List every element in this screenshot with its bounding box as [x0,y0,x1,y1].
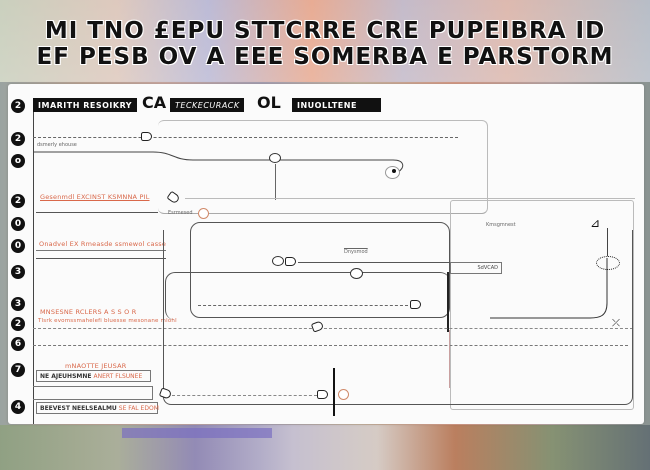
center-flow-line [298,262,498,263]
row-number-badge: 2 [11,99,25,113]
row10-outline [33,386,153,400]
background-purple-strip [122,428,272,438]
header-tag-1[interactable]: IMARITH RESOIKRY [33,98,137,112]
row10-box-red: ANERT FLSUNEE [93,372,143,380]
row4-label: Gesenmdl EXCINST KSMNNA PIL [40,193,150,201]
bar-marker [447,272,449,332]
right-curve-connector [490,258,608,319]
row10-box[interactable]: NE AJEUHSMNE ANERT FLSUNEE [36,370,151,382]
row-number-badge: 3 [11,265,25,279]
end-node-dot [392,169,396,173]
branch-icon: ⤫ [612,318,620,329]
antenna-icon: ⊿ [590,216,601,230]
inner-group-frame [165,272,450,320]
left-spine-line [33,112,34,424]
row-number-badge: 2 [11,132,25,146]
diagram-card [8,84,644,424]
flow-node[interactable] [317,390,328,399]
row4-note: Esrmesed [168,210,193,216]
row8-dashed-line [33,328,633,329]
row-number-badge: 2 [11,194,25,208]
row-number-badge: 3 [11,297,25,311]
row6-underline [36,258,166,259]
background-collage-bottom [0,425,650,470]
flow-node-circle[interactable] [269,153,281,163]
connector-glyph-ca: CA [142,93,167,112]
bottom-group-frame [163,230,633,405]
row-number-badge: 0 [11,217,25,231]
row11-box-label: BEEVEST NEELSEALMU [40,404,117,412]
banner-headline-line1: MI TNO £EPU STTCRRE CRE PUPEIBRA ID [44,18,606,44]
row-number-badge: 2 [11,317,25,331]
row-number-badge: o [11,154,25,168]
row8-label-1: MNSESNE RCLERS A S S O R [40,308,137,316]
row11-box-red: SE FAL EDOM [118,404,159,412]
flow-node[interactable] [141,132,152,141]
upper-group-frame [158,120,488,214]
header-tag-3[interactable]: INUOLLTENE [292,98,381,112]
center-label: Dnysmod [344,249,368,255]
flow-node[interactable] [410,300,421,309]
row-number-badge: 6 [11,337,25,351]
connector-vertical [275,164,276,200]
banner-headline-line2: EF PESB OV A EEE SOMERBA E PARSTORM [36,44,614,70]
row10-box-label: NE AJEUHSMNE [40,372,92,380]
flow-curve-row-o [33,151,404,173]
flow-node[interactable] [285,257,296,266]
bottom-bar-marker [333,368,335,416]
row10-label: mNAOTTE JEUSAR [65,362,127,370]
background-collage-top [0,0,650,82]
row6-label: Onadvel EX Rmeasde ssmewol casse [39,239,167,248]
right-group-frame [450,200,634,410]
row-number-badge: 7 [11,363,25,377]
pink-vertical-guide [449,330,450,388]
row6-box: Onadvel EX Rmeasde ssmewol casse [36,237,166,251]
right-label: Kmsgmnest [486,222,516,228]
status-box[interactable]: SdVCAD [450,262,502,274]
row-number-badge: 4 [11,400,25,414]
orange-ring-node[interactable] [338,389,349,400]
row4-long-line [185,198,635,199]
connector-glyph-ol: OL [257,93,281,112]
bottom-dashed-line [172,395,317,396]
cloud-node-icon[interactable] [596,256,620,270]
inner-dashed-line [198,305,408,306]
flow-node-circle[interactable] [350,268,363,279]
orange-ring-node[interactable] [198,208,209,219]
row8-label-2: Tlsrk evomssmahelefi bluesse mesonane ml… [38,318,177,324]
row2-caption: dsmerly ehouse [37,142,77,148]
row11-box[interactable]: BEEVEST NEELSEALMU SE FAL EDOM [36,402,159,414]
middle-group-frame [190,222,450,318]
row-number-badge: 0 [11,239,25,253]
row-e-dashed-line [33,345,628,346]
flow-node-circle[interactable] [272,256,284,266]
flow-line-row2 [33,137,458,138]
row4-underline [36,212,158,213]
right-vertical-connector [607,228,608,256]
header-tag-2[interactable]: TECKECURACK [170,98,244,112]
